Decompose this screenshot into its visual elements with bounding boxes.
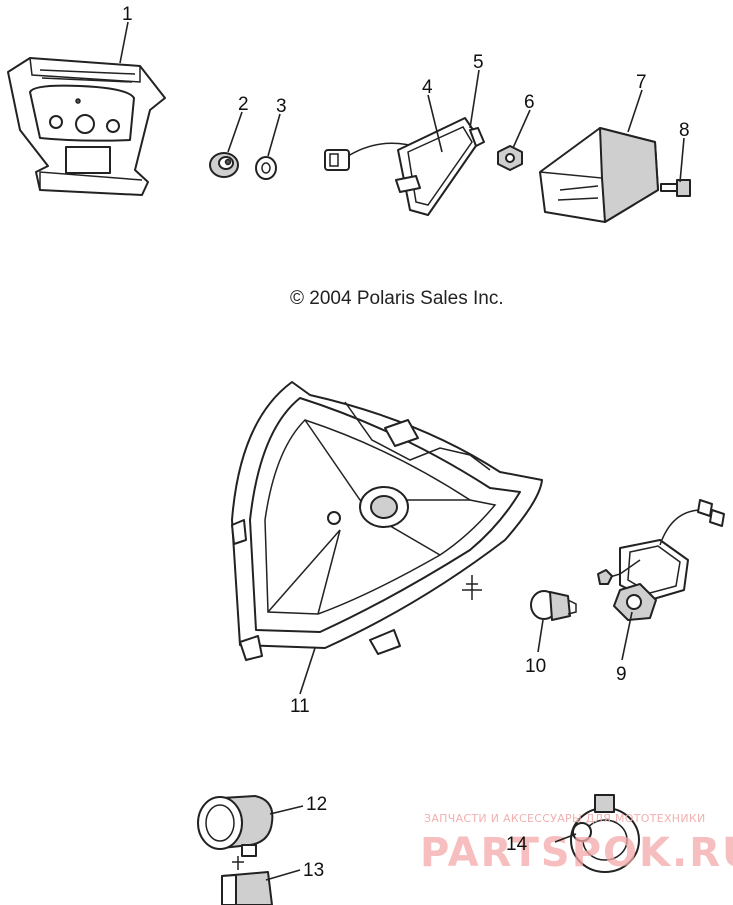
callout-12: 12 — [306, 794, 327, 815]
part-3-washer — [255, 156, 277, 180]
callout-10: 10 — [525, 656, 546, 677]
copyright-notice: © 2004 Polaris Sales Inc. — [290, 288, 504, 309]
part-14-turn-signal — [570, 794, 640, 873]
part-10-bulb — [530, 590, 577, 621]
callout-labels: 1 2 3 4 5 6 7 8 9 10 11 12 13 14 — [122, 4, 690, 881]
part-13-mount — [221, 856, 273, 905]
callout-5: 5 — [473, 52, 484, 73]
callout-13: 13 — [303, 860, 324, 881]
callout-11: 11 — [290, 696, 310, 717]
callout-7: 7 — [636, 72, 647, 93]
part-9-socket-wiring — [597, 499, 725, 621]
part-6-nut — [497, 145, 523, 171]
callout-8: 8 — [679, 120, 690, 141]
callout-14: 14 — [506, 834, 528, 855]
part-5-bracket — [395, 117, 485, 216]
watermark-brand-text: PARTSPOK.RU — [420, 830, 733, 876]
leader-lines — [119, 21, 685, 881]
watermark: ЗАПЧАСТИ И АКСЕССУАРЫ ДЛЯ МОТОТЕХНИКИ PA… — [420, 812, 733, 876]
callout-3: 3 — [276, 96, 287, 117]
part-1-tail-housing — [7, 57, 166, 196]
callout-9: 9 — [616, 664, 627, 685]
part-11-headlight — [231, 381, 543, 661]
callout-4: 4 — [422, 77, 433, 98]
part-12-turn-signal — [197, 795, 274, 857]
callout-2: 2 — [238, 94, 249, 115]
part-8-screw — [660, 179, 691, 197]
callout-1: 1 — [122, 4, 133, 25]
part-2-grommet — [209, 152, 239, 178]
watermark-small-text: ЗАПЧАСТИ И АКСЕССУАРЫ ДЛЯ МОТОТЕХНИКИ — [424, 812, 706, 825]
part-7-tail-lens — [539, 127, 659, 223]
callout-6: 6 — [524, 92, 535, 113]
